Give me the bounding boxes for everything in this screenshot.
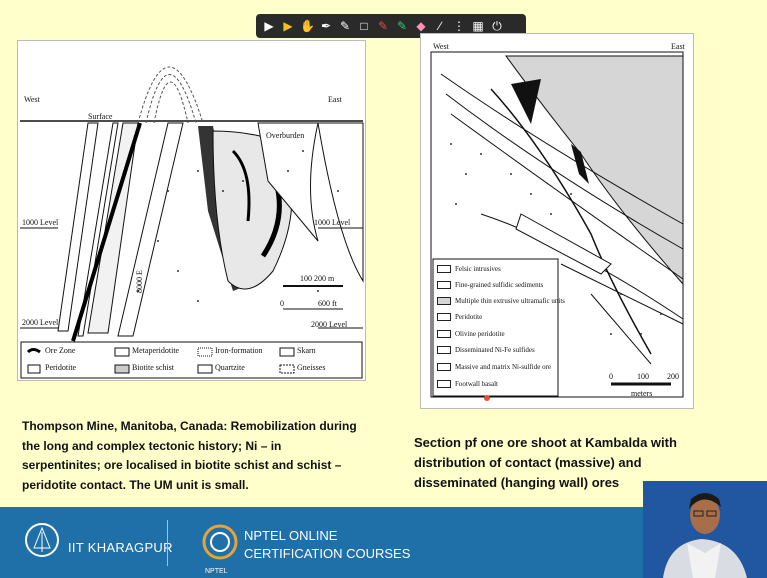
line-icon[interactable]: ∕ [433, 19, 447, 33]
legend-skarn: Skarn [297, 346, 316, 355]
level-2000-right: 2000 Level [311, 320, 347, 329]
nptel-title-line1: NPTEL ONLINE [244, 528, 337, 543]
legend-sulfidic-sediments: Fine-grained sulfidic sediments [437, 281, 543, 289]
surface-label: Surface [88, 112, 112, 121]
legend-massive-ore: Massive and matrix Ni-sulfide ore [437, 363, 551, 371]
eraser-icon[interactable]: ◆ [414, 19, 428, 33]
east-label: East [671, 42, 685, 51]
scale-meters: 100 200 m [300, 274, 334, 283]
legend-felsic-intrusives: Felsic intrusives [437, 265, 501, 273]
scale-tick-0: 0 [609, 372, 613, 381]
presenter-webcam [643, 481, 767, 578]
legend-disseminated-sulfides: Disseminated Ni-Fe sulfides [437, 346, 535, 354]
thompson-caption: Thompson Mine, Manitoba, Canada: Remobil… [22, 417, 362, 495]
thompson-section-drawing [18, 41, 365, 380]
scale-unit: meters [631, 389, 652, 398]
nptel-small-label: NPTEL [205, 568, 228, 575]
scale-zero: 0 [280, 299, 284, 308]
west-label: West [24, 95, 40, 104]
kambalda-section-figure: West East Felsic intrusives Fine-grained… [420, 33, 694, 409]
scale-tick-100: 100 [637, 372, 649, 381]
footer-divider [167, 520, 168, 566]
iit-kharagpur-label: IIT KHARAGPUR [68, 540, 173, 555]
level-1000-right: 1000 Level [314, 218, 350, 227]
grid-icon[interactable]: ▦ [471, 19, 485, 33]
legend-peridotite: Peridotite [45, 363, 76, 372]
west-label: West [433, 42, 449, 51]
legend-extrusive-ultramafic: Multiple thin extrusive ultramafic units [437, 297, 565, 305]
marker-icon[interactable]: ✎ [338, 19, 352, 33]
power-icon[interactable]: ⏻ [490, 19, 504, 33]
legend-iron-formation: Iron-formation [215, 346, 263, 355]
legend-gneisses: Gneisses [297, 363, 325, 372]
level-2000-left: 2000 Level [22, 318, 58, 327]
legend-quartzite: Quartzite [215, 363, 245, 372]
scale-feet: 600 ft [318, 299, 337, 308]
nptel-title-line2: CERTIFICATION COURSES [244, 546, 410, 561]
dot-icon[interactable]: ⋮ [452, 19, 466, 33]
hand-icon[interactable]: ✋ [300, 19, 314, 33]
arrow-icon[interactable]: ▶ [281, 19, 295, 33]
box-icon[interactable]: □ [357, 19, 371, 33]
presenter-video-frame [643, 481, 767, 578]
nptel-logo-icon [200, 520, 240, 564]
east-label: East [328, 95, 342, 104]
thompson-mine-section-figure: West East Surface Overburden 1000 Level … [17, 40, 366, 381]
legend-metaperidotite: Metaperidotite [132, 346, 179, 355]
legend-biotite-schist: Biotite schist [132, 363, 174, 372]
pen-icon[interactable]: ✒ [319, 19, 333, 33]
easting-label: 8000 E [135, 270, 144, 293]
pointer-icon[interactable]: ▶ [262, 19, 276, 33]
overburden-label: Overburden [266, 131, 304, 140]
legend-ore-zone: Ore Zone [45, 346, 75, 355]
legend-footwall-basalt: Footwall basalt [437, 380, 498, 388]
iit-logo-icon [22, 518, 62, 566]
pencil-icon[interactable]: ✎ [376, 19, 390, 33]
highlighter-icon[interactable]: ✎ [395, 19, 409, 33]
level-1000-left: 1000 Level [22, 218, 58, 227]
legend-peridotite: Peridotite [437, 313, 482, 321]
scale-tick-200: 200 [667, 372, 679, 381]
legend-olivine-peridotite: Olivine peridotite [437, 330, 505, 338]
